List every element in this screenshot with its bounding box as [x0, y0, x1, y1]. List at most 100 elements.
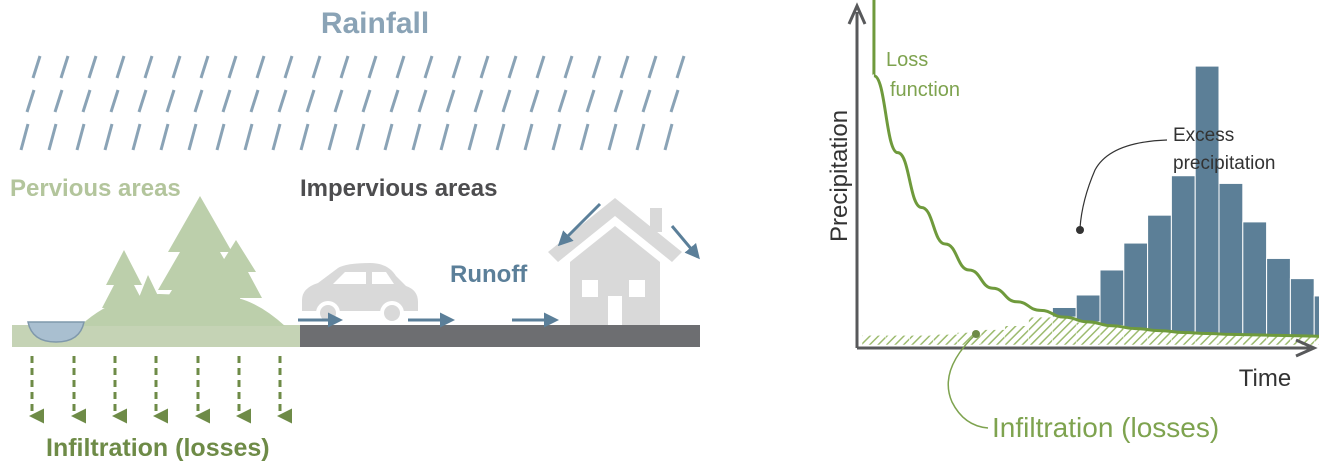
rain-streak [47, 123, 58, 151]
infiltration-label: Infiltration (losses) [46, 434, 270, 462]
excess-precipitation-bar [1147, 214, 1172, 332]
loss-function-curve [871, 0, 1319, 338]
rain-streak [529, 89, 540, 113]
rain-streak [19, 123, 30, 151]
rain-streak [613, 89, 624, 113]
pervious-ground [12, 325, 300, 347]
rain-streak [367, 55, 378, 79]
excess-precipitation-bar [1075, 294, 1101, 323]
infiltration-bar [1099, 325, 1125, 346]
rain-streak [495, 123, 506, 151]
rain-streak [585, 89, 596, 113]
infiltration-bar [885, 335, 910, 346]
rain-streak [243, 123, 254, 151]
rain-streak [137, 89, 148, 113]
loss-function-annotation: Loss function [886, 49, 960, 101]
excess-precipitation-bar [1123, 242, 1149, 330]
rain-streak [131, 123, 142, 151]
rain-streak [507, 55, 518, 79]
rain-streak [75, 123, 86, 151]
runoff-arrows [298, 202, 700, 328]
infiltration-bar [933, 334, 958, 346]
rain-streak [361, 89, 372, 113]
rain-streak [417, 89, 428, 113]
rain-streak [563, 55, 574, 79]
rain-streak [395, 55, 406, 79]
rain-streak [591, 55, 602, 79]
infiltration-callout-dot [972, 330, 980, 338]
pervious-areas-label: Pervious areas [10, 175, 181, 202]
rain-streak [619, 55, 630, 79]
rain-streak [557, 89, 568, 113]
rain-streak [423, 55, 434, 79]
rain-streak [635, 123, 646, 151]
rain-streak [59, 55, 70, 79]
rain-streak [31, 55, 42, 79]
excess-precipitation-annotation: Excess precipitation [1173, 125, 1275, 174]
rain-streak [411, 123, 422, 151]
rain-streak [299, 123, 310, 151]
infiltration-bar [980, 329, 1006, 346]
rain-streak [607, 123, 618, 151]
rain-streak [355, 123, 366, 151]
excess-precipitation-bar [1242, 221, 1268, 336]
rain-streak [311, 55, 322, 79]
infiltration-callout-line [947, 333, 989, 429]
rain-streak [535, 55, 546, 79]
infiltration-bar [1313, 336, 1319, 346]
infiltration-bar [1028, 316, 1053, 346]
rain-streak [551, 123, 562, 151]
rain-streak [523, 123, 534, 151]
infiltration-bar [1004, 325, 1029, 346]
rain-streak [389, 89, 400, 113]
excess-precipitation-bar [1289, 278, 1315, 337]
y-axis-label: Precipitation [826, 110, 853, 242]
rain-streak [647, 55, 658, 79]
rain-streak [81, 89, 92, 113]
runoff-label: Runoff [450, 261, 528, 288]
rain-streak [87, 55, 98, 79]
rain-streak [187, 123, 198, 151]
infiltration-annotation: Infiltration (losses) [992, 412, 1219, 443]
rain-streaks-icon [19, 55, 686, 151]
rain-streak [159, 123, 170, 151]
rain-streak [283, 55, 294, 79]
x-axis-label: Time [1239, 365, 1291, 392]
rain-streak [641, 89, 652, 113]
infiltration-bar [1052, 316, 1077, 346]
rain-streak [339, 55, 350, 79]
infiltration-bar [1075, 321, 1101, 346]
rain-streak [143, 55, 154, 79]
rain-streak [215, 123, 226, 151]
excess-precipitation-bar [1313, 295, 1319, 337]
x-axis-arrow [1295, 338, 1318, 358]
rainfall-label: Rainfall [321, 7, 429, 40]
infiltration-bar [1171, 332, 1196, 346]
rain-streak [501, 89, 512, 113]
excess-precipitation-bar [1266, 257, 1291, 336]
rain-streak [669, 89, 680, 113]
impervious-road [300, 325, 700, 347]
rain-streak [305, 89, 316, 113]
infiltration-bar [1123, 328, 1148, 346]
impervious-areas-label: Impervious areas [300, 175, 497, 202]
rain-streak [675, 55, 686, 79]
rain-streak [277, 89, 288, 113]
excess-precipitation-bar [1099, 269, 1125, 327]
rain-streak [53, 89, 64, 113]
rain-streak [249, 89, 260, 113]
excess-callout-line [1079, 139, 1168, 229]
rain-streak [193, 89, 204, 113]
loss-function-chart: Precipitation Time Loss function Excess … [826, 0, 1319, 443]
rain-streak [479, 55, 490, 79]
rain-streak [227, 55, 238, 79]
rain-streak [467, 123, 478, 151]
excess-callout-dot [1076, 226, 1084, 234]
house-icon [548, 198, 682, 325]
rain-streak [579, 123, 590, 151]
rain-streak [271, 123, 282, 151]
rain-streak [451, 55, 462, 79]
rain-streak [115, 55, 126, 79]
rain-streak [473, 89, 484, 113]
